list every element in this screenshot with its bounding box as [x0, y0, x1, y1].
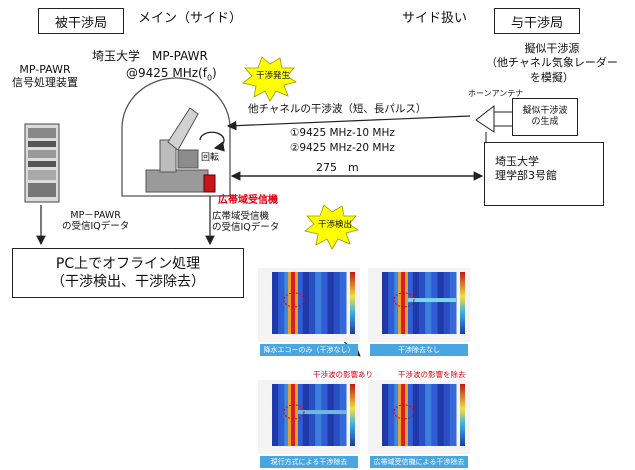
pseudo-source-label: 擬似干渉源 （他チャネル気象レーダー を模擬） [486, 42, 618, 84]
pawr-freq-label: @9425 MHz(f0) [126, 66, 217, 83]
burst-occur-label: 干渉発生 [256, 71, 291, 81]
wideband-receiver-label: 広帯域受信機 [218, 195, 278, 206]
pseudo-gen-box: 擬似干渉波 の生成 [512, 98, 578, 136]
pawr-iq-label: MP－PAWR の受信IQデータ [62, 210, 130, 232]
rotation-arrow [199, 131, 225, 152]
result-panel: 現行方式による干渉除去 [258, 380, 360, 468]
heatmap-image [258, 380, 360, 454]
victim-station-label: 被干渉局 [38, 8, 124, 34]
distance-label: 275 m [316, 161, 359, 174]
univ-building-text: 埼玉大学 理学部3号館 [495, 155, 557, 183]
heatmap-image [258, 268, 360, 342]
pawr-name-label: 埼玉大学 MP-PAWR [92, 49, 208, 63]
burst-shape-occur [242, 56, 297, 102]
signal-processor-rack-icon [24, 123, 60, 203]
influence-removed-label: 干渉波の影響を除去 [398, 370, 466, 379]
result-panel: 広帯域受信機による干渉除去 [368, 380, 470, 468]
freq2-label: ②9425 MHz-20 MHz [290, 142, 395, 154]
result-panel: 干渉除去なし [368, 268, 470, 356]
rotation-label: 回転 [201, 153, 220, 163]
wideband-receiver-icon [203, 174, 216, 193]
result-panel-caption: 広帯域受信機による干渉除去 [370, 456, 468, 468]
univ-building-box: 埼玉大学 理学部3号館 [484, 142, 604, 206]
pawr-processor-label: MP-PAWR 信号処理装置 [12, 63, 78, 89]
other-channel-wave-label: 他チャネルの干渉波（短、長パルス） [248, 103, 427, 115]
heatmap-image [368, 268, 470, 342]
influence-present-label: 干渉波の影響あり [313, 370, 373, 379]
main-side-label: メイン（サイド） [138, 11, 243, 26]
horn-antenna-label: ホーンアンテナ [468, 89, 524, 98]
heatmap-image [368, 380, 470, 454]
result-panel: 降水エコーのみ（干渉なし） [258, 268, 360, 356]
interfering-station-text: 与干渉局 [510, 15, 563, 31]
result-panel-caption: 干渉除去なし [370, 344, 468, 356]
result-panel-caption: 降水エコーのみ（干渉なし） [260, 344, 358, 356]
burst-shape-detect [304, 204, 359, 250]
freq1-label: ①9425 MHz-10 MHz [290, 127, 395, 139]
result-panel-caption: 現行方式による干渉除去 [260, 456, 358, 468]
pc-processing-box: PC上でオフライン処理 （干渉検出、干渉除去） [12, 248, 244, 298]
pc-processing-text: PC上でオフライン処理 （干渉検出、干渉除去） [51, 255, 205, 290]
wideband-iq-label: 広帯域受信機 の受信IQデータ [212, 211, 280, 233]
burst-detect-label: 干渉検出 [318, 220, 353, 230]
pseudo-gen-text: 擬似干渉波 の生成 [522, 105, 568, 127]
horn-antenna-icon [475, 104, 512, 146]
interfering-station-label: 与干渉局 [494, 8, 580, 34]
side-handling-label: サイド扱い [402, 11, 468, 26]
victim-station-text: 被干渉局 [54, 15, 107, 31]
